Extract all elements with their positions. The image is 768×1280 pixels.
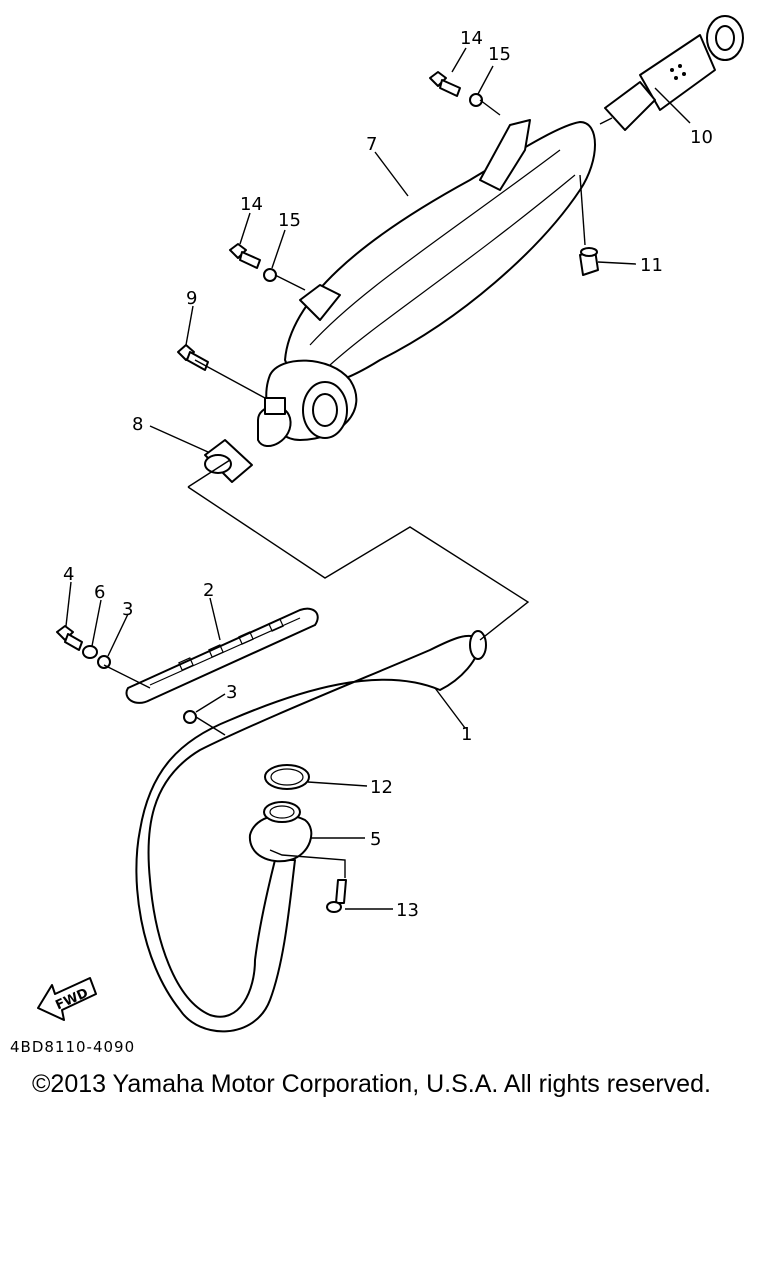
callout-3-lower: 3	[226, 682, 237, 703]
part-3-washer-b	[183, 710, 197, 724]
callouts: 14 15 7 10 14 15 11 9 8 4 2 6 3 3 1 12 5…	[63, 28, 713, 921]
callout-11: 11	[640, 255, 663, 276]
fwd-arrow-icon: FWD	[37, 977, 97, 1021]
part-15-washer-upper	[469, 93, 483, 107]
part-14-bolt-lower	[229, 243, 261, 269]
callout-15-lower: 15	[278, 210, 301, 231]
callout-1: 1	[461, 724, 472, 745]
callout-14-upper: 14	[460, 28, 483, 49]
callout-15-upper: 15	[488, 44, 511, 65]
callout-5: 5	[370, 829, 381, 850]
part-11-bolt	[579, 247, 599, 276]
callout-12: 12	[370, 777, 393, 798]
callout-2: 2	[203, 580, 214, 601]
part-7-muffler	[257, 119, 596, 447]
part-9-bolt	[177, 344, 209, 371]
callout-8: 8	[132, 414, 143, 435]
callout-7: 7	[366, 134, 377, 155]
exhaust-parts-diagram: 14 15 7 10 14 15 11 9 8 4 2 6 3 3 1 12 5…	[37, 15, 744, 1033]
copyright-notice: ©2013 Yamaha Motor Corporation, U.S.A. A…	[32, 1070, 711, 1098]
callout-3-upper: 3	[122, 599, 133, 620]
part-12-gasket-ring	[264, 764, 310, 790]
part-6-washer	[82, 645, 98, 659]
callout-13: 13	[396, 900, 419, 921]
part-4-bolt	[56, 625, 83, 651]
callout-6: 6	[94, 582, 105, 603]
assembly-lines	[103, 99, 613, 878]
callout-14-lower: 14	[240, 194, 263, 215]
part-3-washer-a	[97, 655, 111, 669]
diagram-code: 4BD8110-4090	[10, 1038, 136, 1056]
part-5-flange	[248, 801, 313, 863]
part-10-tail-pipe	[604, 15, 744, 131]
callout-4: 4	[63, 564, 74, 585]
part-13-bolt	[326, 879, 347, 913]
part-14-bolt-upper	[429, 71, 461, 97]
callout-10: 10	[690, 127, 713, 148]
callout-9: 9	[186, 288, 197, 309]
part-15-washer-lower	[263, 268, 277, 282]
leader-lines	[65, 47, 691, 910]
part-2-protector	[125, 607, 319, 704]
